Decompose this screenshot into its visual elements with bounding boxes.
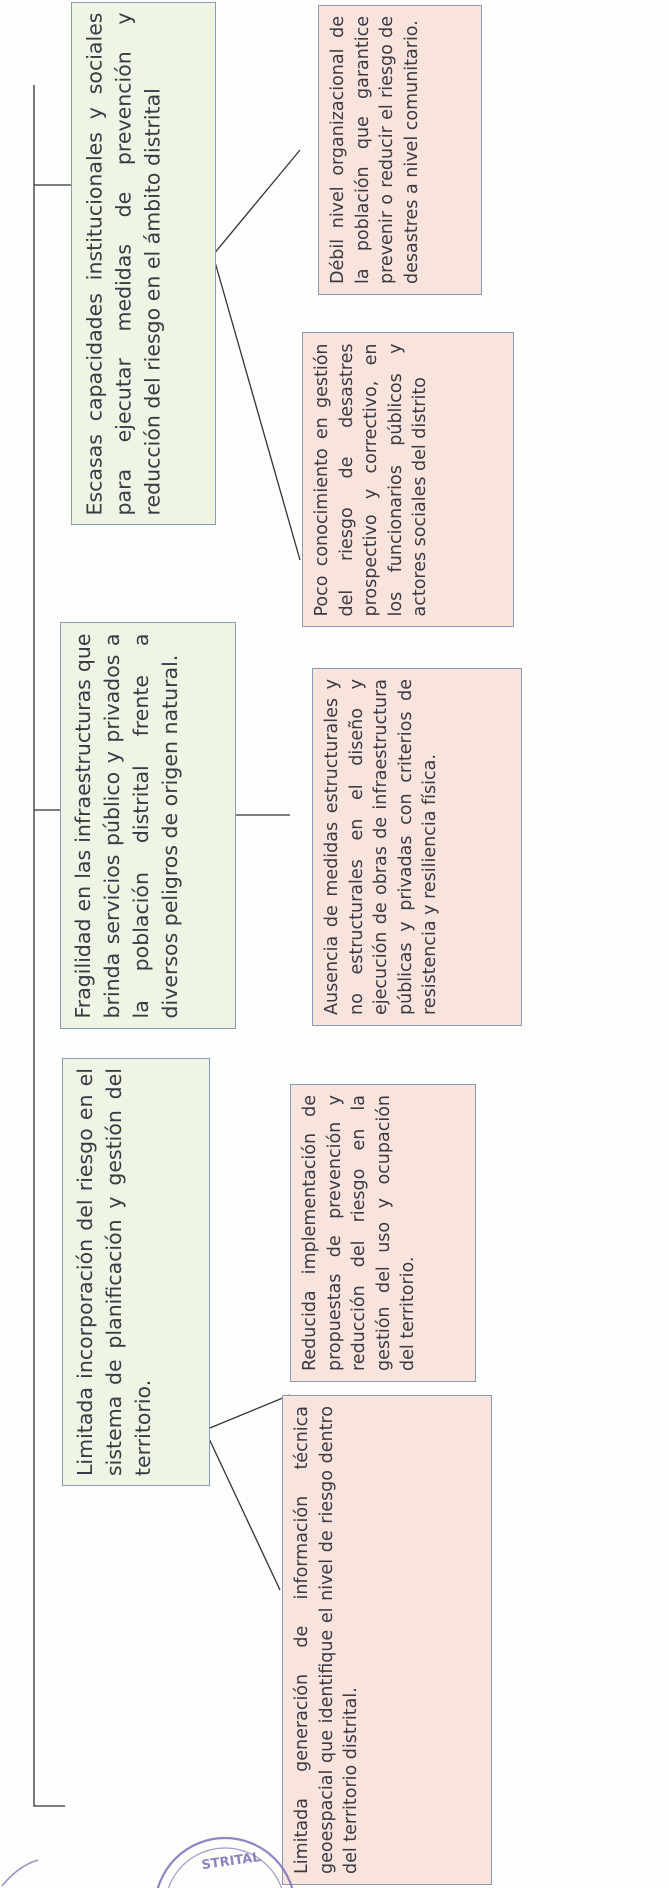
connector-cause-3 <box>212 149 301 561</box>
cause-text-3: Escasas capacidades institucionales y so… <box>82 12 164 515</box>
connector-cause-1 <box>204 1394 291 1591</box>
sub-cause-box-1-2: Reducida implementación de propuestas de… <box>290 1084 476 1382</box>
seal-stamp: STRITAL <box>156 1836 294 1888</box>
cause-box-1: Limitada incorporación del riesgo en el … <box>62 1058 210 1486</box>
sub-cause-text-2-1: Ausencia de medidas estructurales y no e… <box>322 679 441 1015</box>
sub-cause-box-3-2: Débil nivel organizacional de la poblaci… <box>318 5 482 295</box>
seal-stamp-text: STRITAL <box>201 1850 262 1873</box>
cause-box-3: Escasas capacidades institucionales y so… <box>71 2 216 525</box>
corner-stamp-fragment <box>1 1859 39 1887</box>
sub-cause-text-3-1: Poco conocimiento en gestión del riesgo … <box>312 343 431 616</box>
sub-cause-box-3-1: Poco conocimiento en gestión del riesgo … <box>302 332 514 627</box>
cause-text-1: Limitada incorporación del riesgo en el … <box>73 1068 155 1476</box>
sub-cause-box-1-1: Limitada generación de información técni… <box>282 1395 492 1885</box>
sub-cause-text-3-2: Débil nivel organizacional de la poblaci… <box>328 16 422 284</box>
cause-text-2: Fragilidad en las infraestructuras que b… <box>71 633 182 1018</box>
cause-box-2: Fragilidad en las infraestructuras que b… <box>60 622 236 1029</box>
main-connector <box>33 85 72 1807</box>
sub-cause-box-2-1: Ausencia de medidas estructurales y no e… <box>312 668 522 1026</box>
sub-cause-text-1-1: Limitada generación de información técni… <box>292 1406 362 1874</box>
sub-cause-text-1-2: Reducida implementación de propuestas de… <box>300 1095 419 1371</box>
